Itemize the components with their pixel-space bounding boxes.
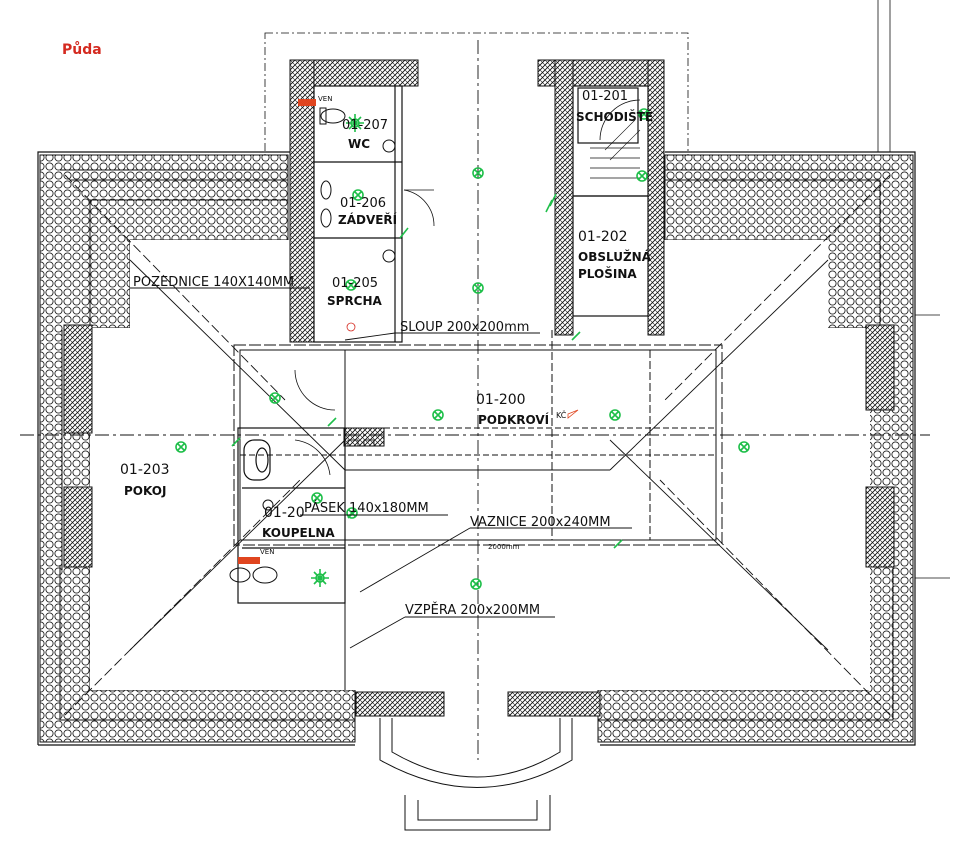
sanitary-fixtures xyxy=(229,107,396,584)
label-pozednice: POZEDNICE 140X140MM xyxy=(133,275,294,290)
room-name-koupelna: KOUPELNA xyxy=(262,526,335,540)
room-id-schodiste: 01-201 xyxy=(582,89,628,104)
room-id-pokoj: 01-203 xyxy=(120,462,170,478)
label-vaznice: VAZNICE 200x240MM xyxy=(470,515,611,530)
room-name-sprcha: SPRCHA xyxy=(327,294,383,308)
room-id-podkrovi: 01-200 xyxy=(476,392,526,408)
leader-lines xyxy=(130,287,632,649)
label-ven-1: VEN xyxy=(318,95,332,103)
room-id-zadveri: 01-206 xyxy=(340,196,386,211)
bay-window xyxy=(379,718,573,831)
room-name-podkrovi: PODKROVÍ xyxy=(478,412,550,427)
socket-marks xyxy=(346,322,579,447)
label-ven-2: VEN xyxy=(260,548,274,556)
room-name-wc: WC xyxy=(348,137,370,151)
room-id-koupelna: 01-20 xyxy=(264,505,305,521)
room-id-wc: 01-207 xyxy=(342,118,388,133)
heater-markers xyxy=(238,99,316,564)
label-vzpera: VZPĚRA 200x200MM xyxy=(405,602,540,618)
edge-lines xyxy=(877,0,950,579)
room-id-sprcha: 01-205 xyxy=(332,276,378,291)
room-id-plosina: 01-202 xyxy=(578,229,628,245)
room-name-zadveri: ZÁDVEŘÍ xyxy=(338,212,398,227)
room-name-pokoj: POKOJ xyxy=(124,484,166,498)
label-pasek: PÁSEK 140x180MM xyxy=(304,500,429,516)
room-name-schodiste: SCHODIŠTĚ xyxy=(576,109,653,124)
room-name-plosina-2: PLOŠINA xyxy=(578,266,637,281)
light-fixtures xyxy=(175,108,750,590)
core-walls xyxy=(313,85,649,343)
bathroom-walls xyxy=(237,369,346,604)
label-sloup: SLOUP 200x200mm xyxy=(400,320,529,335)
gable-walls xyxy=(63,59,895,717)
drawing-title: Půda xyxy=(62,42,102,58)
label-kc: KČ xyxy=(556,409,567,420)
room-name-plosina-1: OBSLUŽNÁ xyxy=(578,249,652,264)
label-dimension: 2000mm xyxy=(488,543,520,551)
